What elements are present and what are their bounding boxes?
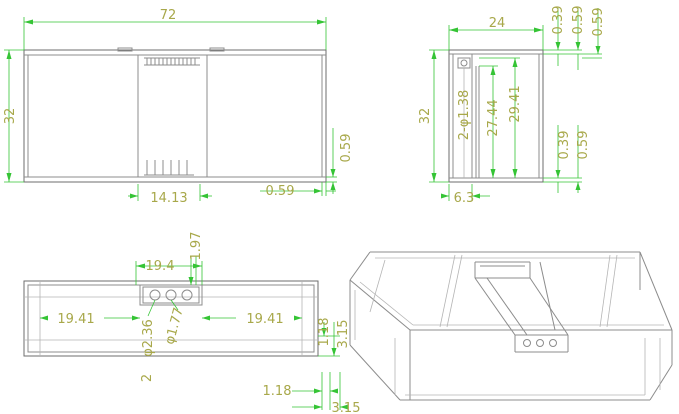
label-top-left-span: 19.41: [57, 312, 94, 327]
side-view: [448, 49, 544, 183]
label-top-box-width: 19.4: [146, 259, 175, 274]
label-front-overflow-width: 14.13: [150, 191, 187, 206]
label-side-inner-height-1: 27.44: [486, 99, 501, 136]
dim-top-bottom-offsets: [292, 372, 348, 410]
dim-top-box-depth: [188, 256, 197, 285]
dim-top-side-offsets: [318, 322, 340, 357]
dim-side-inner-height-2: [479, 57, 520, 178]
top-hole-3: [181, 289, 193, 301]
iso-hole-3: [549, 339, 557, 347]
label-front-right-gap: 0.59: [339, 134, 354, 163]
top-overflow-box-inner: [142, 286, 200, 304]
dim-side-top-gaps: [543, 8, 602, 70]
dim-side-height: [429, 49, 449, 183]
label-top-hole-large: φ2.36: [141, 319, 156, 357]
label-side-hole-spec: 2-φ1.38: [457, 90, 472, 140]
label-front-bottom-gap: 0.59: [266, 184, 295, 199]
label-side-bottom-gap-2: 0.59: [576, 131, 591, 160]
label-top-box-depth: 1.97: [189, 232, 204, 261]
front-pipes: [144, 160, 194, 176]
front-comb-top: [144, 57, 200, 66]
leader-hole-small: [170, 299, 179, 311]
label-side-top-gap-3: 0.59: [591, 8, 606, 37]
iso-hole-1: [523, 339, 531, 347]
label-side-height: 32: [418, 108, 433, 125]
dim-front-right-gap: [326, 128, 337, 194]
label-side-depth: 24: [489, 16, 506, 31]
label-side-inner-height-2: 29.41: [508, 85, 523, 122]
front-outline: [23, 49, 327, 183]
label-side-box-depth: 6.3: [454, 191, 475, 206]
label-top-right-span: 19.41: [246, 312, 283, 327]
front-rim-tab-right: [209, 47, 225, 52]
top-view: [23, 280, 319, 357]
side-outline: [448, 49, 544, 183]
dim-side-inner-height-1: [479, 65, 498, 178]
label-top-hole-count: 2: [140, 374, 155, 382]
top-overflow-box: [139, 284, 203, 306]
label-front-height: 32: [3, 108, 18, 125]
front-view: [23, 47, 327, 183]
top-outline: [23, 280, 319, 357]
dim-top-left-span: [40, 315, 140, 321]
top-hole-2: [165, 289, 177, 301]
iso-hole-2: [536, 339, 544, 347]
dim-side-bottom-gaps: [543, 125, 582, 193]
top-hole-1: [149, 289, 161, 301]
label-top-offset-c: 1.18: [263, 384, 292, 399]
label-top-offset-b: 3.15: [336, 320, 351, 349]
label-top-offset-d: 3.15: [332, 401, 361, 414]
dim-top-right-span: [202, 315, 302, 321]
dim-front-width: [23, 17, 327, 50]
label-side-top-gap-2: 0.59: [571, 6, 586, 35]
label-side-bottom-gap-1: 0.39: [557, 131, 572, 160]
label-side-top-gap-1: 0.39: [551, 6, 566, 35]
dim-front-overflow-width: [128, 184, 212, 201]
front-rim-tab-left: [117, 47, 133, 52]
dim-side-depth: [448, 25, 544, 50]
dim-side-box-depth: [441, 184, 490, 201]
leader-hole-large: [147, 299, 156, 317]
dim-front-height: [4, 49, 24, 183]
isometric-view: [349, 251, 673, 401]
dim-front-bottom-gap: [260, 182, 336, 196]
label-top-offset-a: 1.18: [317, 318, 332, 347]
side-pipe-hole: [460, 59, 468, 67]
label-front-width: 72: [160, 8, 177, 23]
